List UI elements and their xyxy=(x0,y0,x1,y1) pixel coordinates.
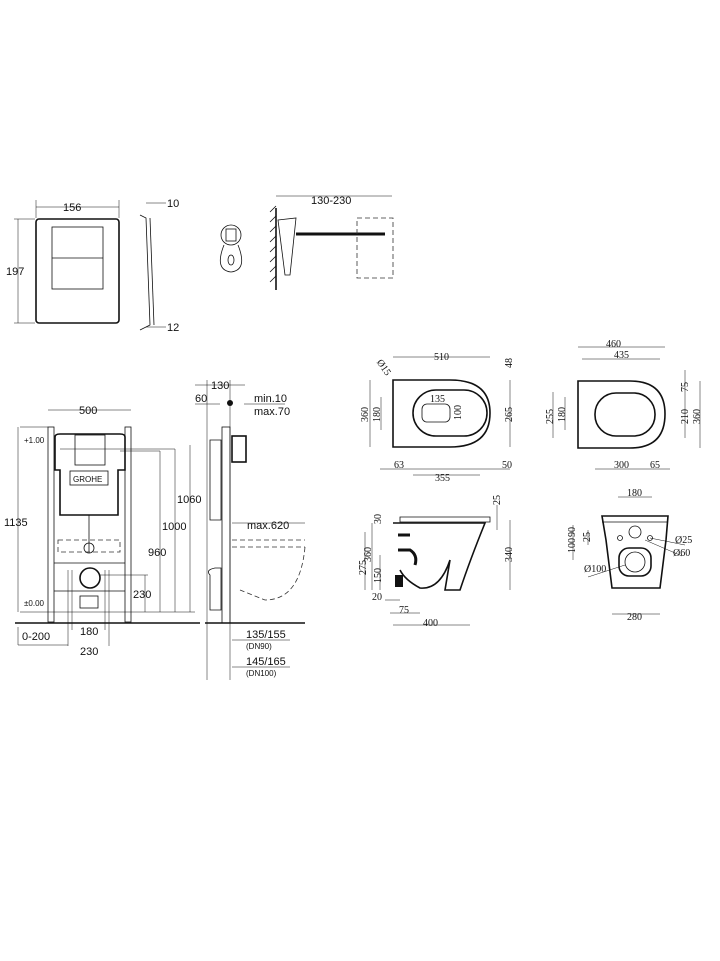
flush-plate-side xyxy=(139,202,166,331)
flush-plate-front xyxy=(14,200,120,324)
depth-130: 130 xyxy=(211,380,229,392)
dn100-label: (DN100) xyxy=(246,669,277,678)
back-dim-180: 180 xyxy=(627,488,642,499)
seat-dim-65: 65 xyxy=(650,460,660,471)
bowl-top-view xyxy=(369,356,511,476)
back-dim-25: 25 xyxy=(582,532,593,542)
bowl-dim-63: 63 xyxy=(394,460,404,471)
dn90-range: 135/155 xyxy=(246,629,286,641)
actuator-icon xyxy=(219,224,243,273)
min-10: min.10 xyxy=(254,393,287,405)
bowl-width: 360 xyxy=(360,407,371,422)
back-outlet-100: Ø100 xyxy=(584,564,606,575)
seat-inner: 435 xyxy=(614,350,629,361)
dn100-range: 145/165 xyxy=(246,656,286,668)
bowl-dim-265: 265 xyxy=(504,407,515,422)
rod-length: 130-230 xyxy=(311,195,351,207)
seat-top-view xyxy=(552,346,701,470)
level-zero: ±0.00 xyxy=(24,599,45,608)
actuator-rod xyxy=(269,195,394,290)
plate-thickness-bottom: 12 xyxy=(167,322,179,334)
side-height-360: 360 xyxy=(363,547,374,562)
max-620: max.620 xyxy=(247,520,289,532)
bowl-dim-50: 50 xyxy=(502,460,512,471)
depth-60: 60 xyxy=(195,393,207,405)
height-1000: 1000 xyxy=(162,521,186,533)
back-width: 280 xyxy=(627,612,642,623)
side-dim-20: 20 xyxy=(372,592,382,603)
frame-height: 1135 xyxy=(4,517,28,529)
side-height-340: 340 xyxy=(504,547,515,562)
seat-dim-180: 180 xyxy=(557,407,568,422)
side-height-275: 275 xyxy=(358,560,369,575)
width-180: 180 xyxy=(80,626,98,638)
back-dim-100: 100 xyxy=(567,538,578,553)
bowl-opening-width: 135 xyxy=(430,394,445,405)
bowl-dim-355: 355 xyxy=(435,473,450,484)
frame-width: 500 xyxy=(79,405,97,417)
flush-plate-height: 197 xyxy=(6,266,24,278)
height-230: 230 xyxy=(133,589,151,601)
bowl-dim-48: 48 xyxy=(504,358,515,368)
frame-side xyxy=(195,380,306,680)
width-230: 230 xyxy=(80,646,98,658)
dn90-label: (DN90) xyxy=(246,642,272,651)
side-height-150: 150 xyxy=(373,568,384,583)
height-1060: 1060 xyxy=(177,494,201,506)
seat-dim-210: 210 xyxy=(680,409,691,424)
bowl-hole-diameter: Ø15 xyxy=(374,357,393,377)
bowl-back-view xyxy=(572,496,686,615)
seat-dim-75: 75 xyxy=(680,382,691,392)
side-dim-25: 25 xyxy=(492,495,503,505)
side-length: 400 xyxy=(423,618,438,629)
bowl-dim-180: 180 xyxy=(372,407,383,422)
max-70: max.70 xyxy=(254,406,290,418)
seat-dim-255: 255 xyxy=(545,409,556,424)
back-hole-60: Ø60 xyxy=(673,548,690,559)
level-top: +1.00 xyxy=(24,436,45,445)
frame-front: GROHE xyxy=(15,409,200,646)
frame-logo: GROHE xyxy=(73,475,102,484)
offset-0-200: 0-200 xyxy=(22,631,50,643)
bowl-length: 510 xyxy=(434,352,449,363)
side-dim-30: 30 xyxy=(373,514,384,524)
seat-dim-300: 300 xyxy=(614,460,629,471)
bowl-opening-height: 100 xyxy=(453,405,464,420)
height-960: 960 xyxy=(148,547,166,559)
seat-length: 460 xyxy=(606,339,621,350)
flush-plate-width: 156 xyxy=(63,202,81,214)
back-hole-25: Ø25 xyxy=(675,535,692,546)
seat-width: 360 xyxy=(692,409,703,424)
plate-thickness-top: 10 xyxy=(167,198,179,210)
bowl-side-view xyxy=(364,505,511,626)
back-dim-90: 90 xyxy=(567,527,578,537)
side-dim-75: 75 xyxy=(399,605,409,616)
